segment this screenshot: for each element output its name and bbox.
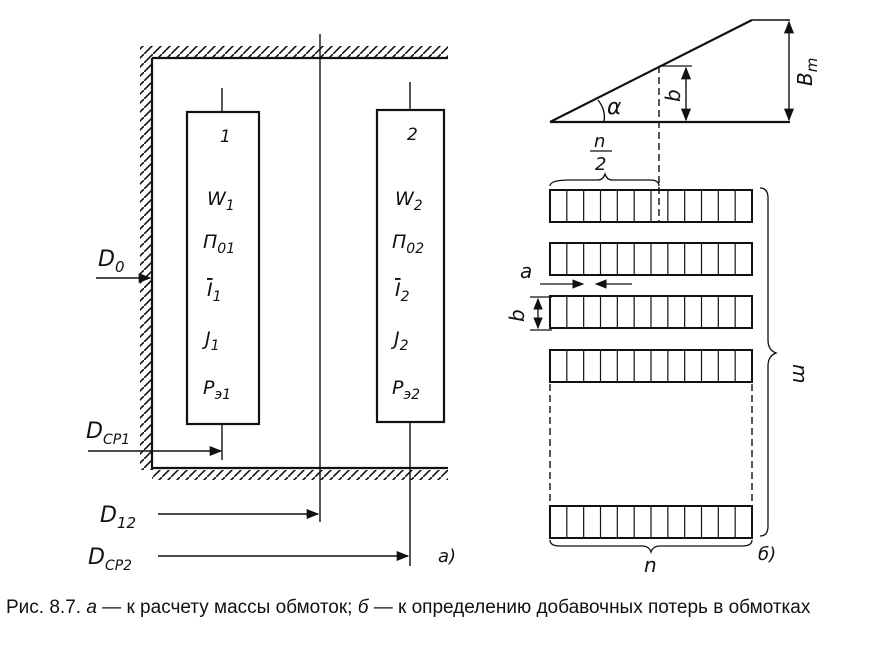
- additional-losses-diagram: α b Bm n 2 a b m n б): [505, 19, 821, 577]
- dimension-dcp2: DCP2: [88, 545, 410, 574]
- dimension-d12: D12: [100, 503, 320, 532]
- m-label: m: [788, 364, 812, 383]
- winding-1-number: 1: [220, 127, 231, 147]
- a-label: a: [520, 259, 532, 283]
- b-top-label: b: [661, 89, 685, 102]
- winding-1: 1 W1 П01 I1 J1 Pэ1: [185, 88, 261, 460]
- part-label-a: a): [438, 546, 456, 567]
- svg-text:DCP1: DCP1: [86, 419, 130, 448]
- n-half-label: n 2: [549, 131, 660, 187]
- caption-a-text: — к расчету массы обмоток;: [96, 597, 358, 618]
- winding-1-cross-section: П01: [203, 231, 235, 257]
- winding-1-power: Pэ1: [203, 377, 231, 403]
- core-window: [140, 46, 448, 480]
- dimension-dcp1: DCP1: [86, 419, 223, 457]
- svg-text:2: 2: [595, 154, 606, 175]
- caption-a-letter: а: [86, 597, 97, 618]
- part-label-b: б): [758, 544, 776, 565]
- caption-b-letter: б: [357, 597, 369, 618]
- svg-text:DCP2: DCP2: [88, 545, 132, 574]
- caption-prefix: Рис. 8.7.: [6, 597, 87, 618]
- svg-text:n: n: [594, 131, 605, 152]
- winding-1-turns: W1: [207, 188, 235, 214]
- winding-2-density: J2: [390, 328, 409, 354]
- svg-text:D0: D0: [98, 247, 125, 276]
- winding-2-cross-section: П02: [392, 231, 424, 257]
- svg-text:D12: D12: [100, 503, 136, 532]
- winding-2-turns: W2: [395, 188, 423, 214]
- conductor-rows: [549, 189, 753, 539]
- caption-b-text: — к определению добавочных потерь в обмо…: [368, 597, 811, 618]
- field-triangle: [549, 19, 790, 124]
- n-label: n: [644, 553, 657, 577]
- b-side-label: b: [505, 309, 529, 322]
- figure-caption: Рис. 8.7. а — к расчету массы обмоток; б…: [6, 596, 876, 619]
- dimension-d0: D0: [96, 247, 152, 284]
- n-brace: [549, 539, 753, 555]
- winding-1-current: I1: [207, 279, 222, 305]
- winding-1-density: J1: [201, 328, 220, 354]
- winding-2-current: I2: [395, 279, 410, 305]
- m-brace: [759, 187, 778, 537]
- bm-label: Bm: [793, 58, 821, 86]
- winding-2: 2 W2 П02 I2 J2 Pэ2: [375, 82, 446, 566]
- alpha-label: α: [607, 95, 622, 120]
- winding-core-diagram: 1 W1 П01 I1 J1 Pэ1 2 W2 П02 I2 J2 Pэ2 D0…: [86, 34, 456, 574]
- winding-2-power: Pэ2: [392, 377, 420, 403]
- winding-2-number: 2: [407, 125, 418, 145]
